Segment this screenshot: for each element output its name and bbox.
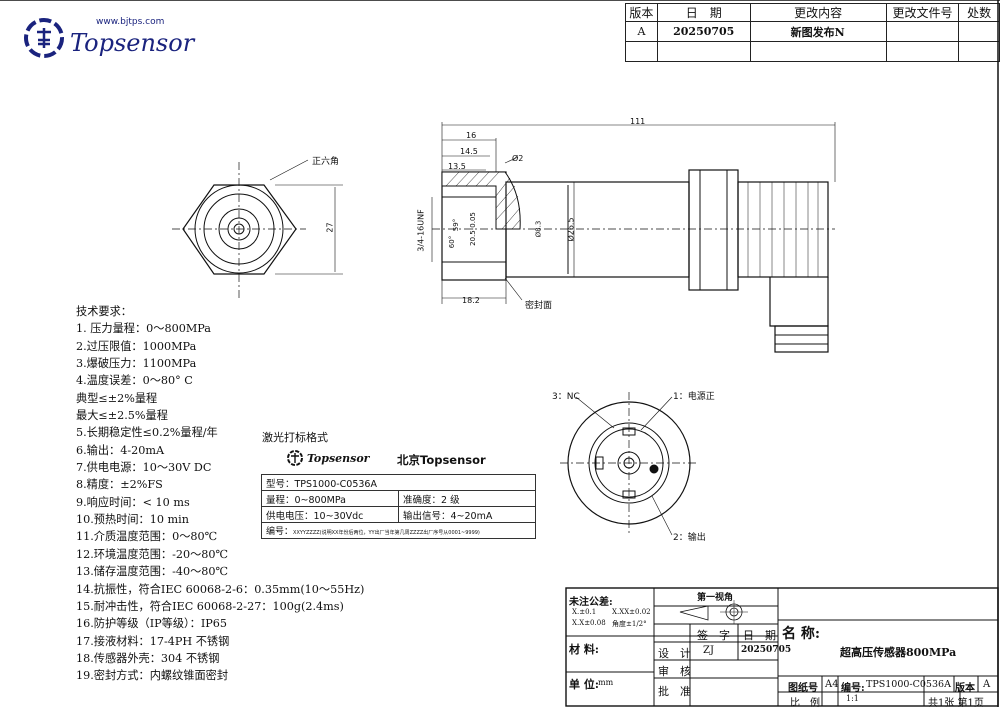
requirement-item: 16.防护等级（IP等级）：IP65 xyxy=(76,617,228,631)
name-label: 名 称: xyxy=(782,626,821,642)
designer: ZJ xyxy=(703,645,714,656)
laser-serial-text: XXYYZZZZ(说明XX年份后两位，YY出厂当年第几周ZZZZ出厂序号从000… xyxy=(293,530,480,536)
requirement-item: 17.接液材料：17-4PH 不锈钢 xyxy=(76,634,230,648)
laser-serial: 编号：XXYYZZZZ(说明XX年份后两位，YY出厂当年第几周ZZZZ出厂序号从… xyxy=(261,522,536,539)
revision-table: 版本 日 期 更改内容 更改文件号 处数 A 20250705 新图发布N xyxy=(625,3,1000,62)
dim-14-5: 14.5 xyxy=(460,147,478,156)
requirement-item: 11.介质温度范围：0～80℃ xyxy=(76,530,218,544)
requirement-item: 15.耐冲击性，符合IEC 60068-2-27：100g(2.4ms) xyxy=(76,599,344,613)
tolerance-4: 角度±1/2° xyxy=(612,620,647,628)
requirements-title: 技术要求： xyxy=(76,305,132,318)
rev-cell xyxy=(885,41,960,62)
unit-label: 单 位: xyxy=(569,678,599,691)
unit-value: mm xyxy=(598,678,614,687)
sheet-count: 共1张 第1页 xyxy=(928,698,984,709)
date-header: 日 期 xyxy=(743,629,776,642)
rev-header-count: 处数 xyxy=(958,3,1000,22)
pin2-label: 2：输出 xyxy=(673,533,706,543)
dim-13-5: 13.5 xyxy=(448,162,466,171)
requirement-item: 19.密封方式：内螺纹锥面密封 xyxy=(76,669,229,683)
paper-label: 图纸号 xyxy=(788,683,818,694)
projection-label: 第一视角 xyxy=(697,593,734,603)
dim-phi2: Ø2 xyxy=(512,154,524,163)
product-name: 超高压传感器800MPa xyxy=(840,646,957,659)
rev-cell xyxy=(958,41,1000,62)
rev-header-file: 更改文件号 xyxy=(885,3,960,22)
dim-16: 16 xyxy=(466,131,477,140)
dim-18-2: 18.2 xyxy=(462,296,480,305)
connector-face-view xyxy=(560,392,698,536)
pin1-label: 1：电源正 xyxy=(673,392,715,402)
dim-111: 111 xyxy=(630,117,646,126)
hex-label: 正六角 xyxy=(312,157,340,167)
requirement-item: 3.爆破压力：1100MPa xyxy=(76,357,197,371)
laser-brand: Topsensor xyxy=(307,452,370,465)
number-label: 编号: xyxy=(841,683,865,694)
scale-label: 比 例 xyxy=(790,698,820,709)
tolerance-1: X.±0.1 xyxy=(572,608,597,616)
requirement-item: 2.过压限值：1000MPa xyxy=(76,339,197,353)
requirement-item: 18.传感器外壳：304 不锈钢 xyxy=(76,651,220,665)
number-value: TPS1000-C0536A xyxy=(866,679,951,690)
laser-company: 北京Topsensor xyxy=(397,453,486,467)
paper-value: A4 xyxy=(825,679,839,690)
tolerance-title: 未注公差: xyxy=(569,597,613,608)
side-view xyxy=(431,122,836,353)
requirement-item: 4.温度误差：0～80° C xyxy=(76,374,193,388)
requirement-item: 最大≤±2.5%量程 xyxy=(76,409,168,423)
tolerance-3: X.X±0.08 xyxy=(572,619,606,627)
requirement-item: 12.环境温度范围：-20～80℃ xyxy=(76,547,229,561)
scale-value: 1:1 xyxy=(846,694,859,703)
requirement-item: 7.供电电源：10～30V DC xyxy=(76,461,212,475)
pin3-label: 3：NC xyxy=(552,392,580,402)
requirement-item: 14.抗振性，符合IEC 60068-2-6：0.35mm(10～55Hz) xyxy=(76,582,365,596)
approve-label: 批 准 xyxy=(658,685,691,698)
laser-serial-label: 编号： xyxy=(266,527,294,537)
review-label: 审 核 xyxy=(658,665,691,678)
material-label: 材 料: xyxy=(569,643,599,656)
requirement-item: 5.长期稳定性≤0.2%量程/年 xyxy=(76,426,218,440)
brand-name: Topsensor xyxy=(70,29,195,57)
version-label: 版本 xyxy=(955,683,975,694)
technical-requirements: 技术要求： 1. 压力量程：0～800MPa 2.过压限值：1000MPa 3.… xyxy=(76,303,364,685)
version-value: A xyxy=(983,679,991,690)
requirement-item: 9.响应时间：< 10 ms xyxy=(76,495,190,509)
seal-face-label: 密封面 xyxy=(525,301,553,311)
sign-header: 签 字 xyxy=(697,629,730,642)
laser-marking-title: 激光打标格式 xyxy=(262,431,328,444)
requirement-item: 典型≤±2%量程 xyxy=(76,391,158,405)
tolerance-2: X.XX±0.02 xyxy=(612,608,651,616)
requirement-item: 10.预热时间：10 min xyxy=(76,513,189,527)
requirement-item: 13.储存温度范围：-40～80℃ xyxy=(76,565,229,579)
laser-marking-table: 型号：TPS1000-C0536A 量程：0~800MPa 准确度：2 级 供电… xyxy=(261,474,536,539)
brand-url: www.bjtps.com xyxy=(96,17,165,27)
requirement-item: 6.输出：4-20mA xyxy=(76,443,165,457)
laser-logo-icon xyxy=(284,449,306,467)
requirement-item: 1. 压力量程：0～800MPa xyxy=(76,322,211,336)
company-logo xyxy=(20,14,68,62)
design-label: 设 计 xyxy=(658,647,691,660)
hex-front-view xyxy=(172,159,343,298)
design-date: 20250705 xyxy=(741,645,792,655)
requirement-item: 8.精度：±2%FS xyxy=(76,478,163,492)
